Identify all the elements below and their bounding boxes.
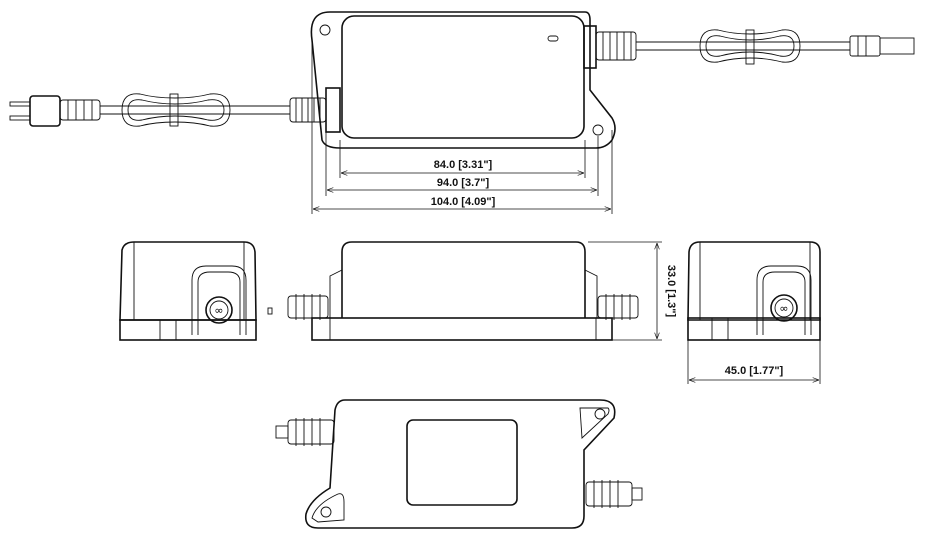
dimension-45: 45.0 [1.77"] bbox=[725, 365, 784, 377]
dimension-33: 33.0 [1.3"] bbox=[665, 265, 677, 318]
side-view bbox=[287, 241, 639, 341]
dimension-94: 94.0 [3.7"] bbox=[437, 177, 490, 189]
left-end-view: ∞ bbox=[119, 241, 273, 341]
dimension-84: 84.0 [3.31"] bbox=[434, 159, 493, 171]
top-view bbox=[9, 11, 915, 149]
bottom-view bbox=[275, 399, 643, 529]
connector-icon: ∞ bbox=[779, 302, 788, 315]
dimension-104: 104.0 [4.09"] bbox=[431, 196, 496, 208]
connector-icon: ∞ bbox=[214, 304, 223, 317]
right-end-view: ∞ bbox=[687, 241, 821, 341]
width-dimension: 45.0 [1.77"] bbox=[687, 340, 821, 384]
height-dimension: 33.0 [1.3"] bbox=[588, 241, 677, 341]
top-dimensions: 84.0 [3.31"] 94.0 [3.7"] 104.0 [4.09"] bbox=[311, 40, 613, 214]
